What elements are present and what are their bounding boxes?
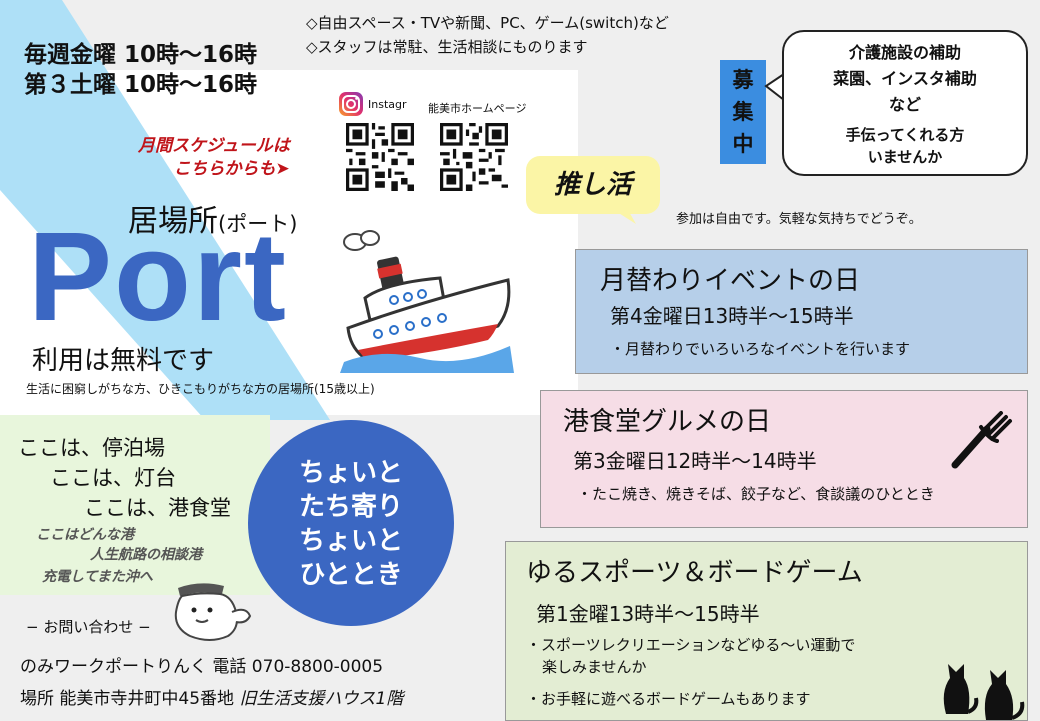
instagram-label: Instagr	[368, 98, 407, 111]
speech-bubble-tail	[764, 73, 785, 101]
monthly-note-line1: 月間スケジュールは	[138, 136, 290, 156]
info-staff: ◇スタッフは常駐、生活相談にものります	[306, 38, 588, 56]
event-note: ・たこ焼き、焼きそば、餃子など、食談議のひととき	[577, 485, 935, 503]
contact-organization: のみワークポートりんく 電話 070-8800-0005	[20, 657, 384, 677]
homepage-label: 能美市ホームページ	[428, 102, 527, 115]
recruit-char-3: 中	[732, 132, 754, 156]
contact-header: − お問い合わせ −	[26, 618, 151, 636]
event-note: ・お手軽に遊べるボードゲームもあります	[526, 690, 811, 708]
contact-address: 場所 能美市寺井町中45番地 旧生活支援ハウス1階	[20, 684, 403, 709]
event-box-gourmet: 港食堂グルメの日 第3金曜日12時半〜14時半 ・たこ焼き、焼きそば、餃子など、…	[540, 390, 1028, 528]
mascot-illustration	[174, 583, 252, 641]
fork-icon	[951, 411, 1012, 469]
circle-line-4: ひととき	[299, 560, 403, 590]
harbor-panel	[0, 415, 270, 595]
monthly-note-line2: こちらからも➤	[173, 159, 290, 179]
homepage-qr-code[interactable]	[440, 123, 508, 191]
event-time: 第3金曜日12時半〜14時半	[573, 449, 817, 473]
participation-note: 参加は自由です。気軽な気持ちでどうぞ。	[676, 212, 922, 227]
ibasho-reading: (ポート)	[218, 212, 298, 236]
ibasho-heading: 居場所(ポート)	[128, 196, 297, 240]
here-line-3: ここは、港食堂	[84, 496, 231, 520]
oshi-katsu-bubble: 推し活	[526, 156, 660, 214]
recruit-line-1: 介護施設の補助	[848, 43, 961, 62]
harbor-note-2: 人生航路の相談港	[90, 547, 202, 563]
event-title: 月替わりイベントの日	[600, 266, 861, 296]
event-note: ・スポーツレクリエーションなどゆる〜い運動で	[526, 636, 856, 654]
recruit-line-3: など	[888, 95, 921, 114]
event-box-sports: ゆるスポーツ＆ボードゲーム 第1金曜13時半〜15時半 ・スポーツレクリエーショ…	[505, 541, 1028, 721]
recruit-char-2: 集	[732, 100, 754, 124]
recruit-char-1: 募	[732, 68, 754, 92]
address-building: 旧生活支援ハウス1階	[239, 689, 404, 709]
cats-icon	[943, 664, 1025, 720]
schedule-third-saturday: 第３土曜 10時〜16時	[24, 72, 258, 98]
recruit-line-2: 菜園、インスタ補助	[833, 69, 977, 88]
ship-illustration	[340, 230, 514, 373]
recruit-line-4: 手伝ってくれる方	[845, 126, 965, 144]
event-note: 楽しみませんか	[542, 658, 647, 676]
info-free-space: ◇自由スペース・TVや新聞、PC、ゲーム(switch)など	[306, 14, 669, 32]
event-title: ゆるスポーツ＆ボードゲーム	[526, 558, 863, 588]
here-line-2: ここは、灯台	[50, 466, 176, 490]
instagram-qr-code[interactable]	[346, 123, 414, 191]
harbor-note-3: 充電してまた沖へ	[42, 569, 153, 585]
event-title: 港食堂グルメの日	[563, 407, 772, 437]
event-time: 第1金曜13時半〜15時半	[536, 602, 760, 626]
drop-in-circle: ちょいと たち寄り ちょいと ひととき	[248, 420, 454, 626]
event-note: ・月替わりでいろいろなイベントを行います	[610, 340, 911, 358]
address-text: 場所 能美市寺井町中45番地	[20, 689, 235, 709]
target-description: 生活に困窮しがちな方、ひきこもりがちな方の居場所(15歳以上)	[26, 382, 375, 396]
recruit-line-5: いませんか	[867, 148, 943, 166]
volunteer-bubble: 介護施設の補助 菜園、インスタ補助 など 手伝ってくれる方 いませんか	[782, 30, 1028, 176]
monthly-schedule-note: 月間スケジュールは こちらからも➤	[138, 135, 290, 181]
circle-line-1: ちょいと	[298, 458, 403, 488]
event-box-monthly: 月替わりイベントの日 第4金曜日13時半〜15時半 ・月替わりでいろいろなイベン…	[575, 249, 1028, 374]
schedule-weekly: 毎週金曜 10時〜16時	[24, 42, 258, 68]
harbor-note-1: ここはどんな港	[36, 527, 134, 543]
recruiting-tag: 募 集 中	[720, 60, 766, 164]
free-usage: 利用は無料です	[32, 346, 215, 376]
event-time: 第4金曜日13時半〜15時半	[610, 304, 854, 328]
ibasho-label: 居場所	[128, 204, 218, 239]
oshi-bubble-tail	[614, 210, 636, 224]
instagram-icon[interactable]	[338, 91, 364, 117]
port-title: Port	[28, 206, 288, 347]
here-line-1: ここは、停泊場	[18, 436, 165, 460]
circle-line-2: たち寄り	[298, 492, 403, 522]
circle-line-3: ちょいと	[298, 526, 403, 556]
